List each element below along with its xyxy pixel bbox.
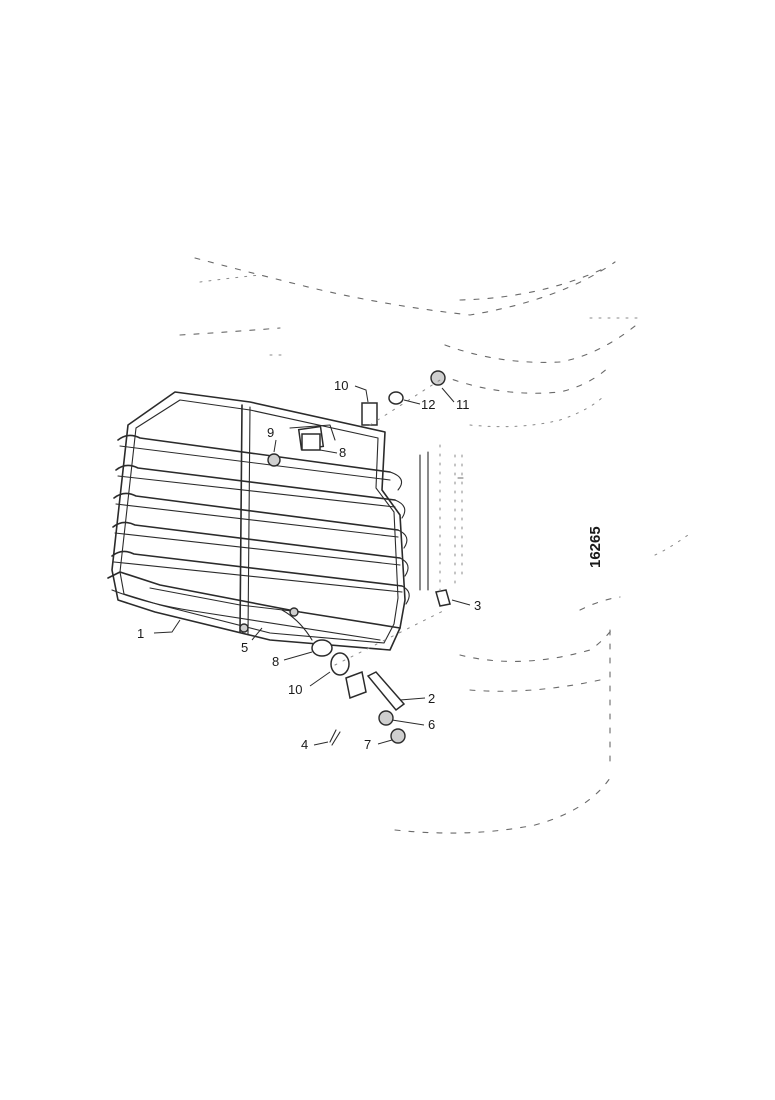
- callout-10-upper: 10: [334, 378, 348, 393]
- hardware-parts: [267, 370, 451, 746]
- nut-7: [390, 728, 406, 744]
- washer-6: [378, 710, 394, 726]
- callout-7: 7: [364, 737, 371, 752]
- callout-11: 11: [456, 397, 470, 412]
- clip-10-upper: [361, 402, 378, 426]
- grille-assembly: [107, 391, 410, 657]
- reference-number: 16265: [587, 526, 604, 568]
- leader-lines: [153, 385, 471, 746]
- nut-11: [430, 370, 446, 386]
- callout-8-lower: 8: [272, 654, 279, 669]
- washer-12: [388, 391, 404, 405]
- callout-8-upper: 8: [339, 445, 346, 460]
- callout-10-lower: 10: [288, 682, 302, 697]
- screw-4: [329, 729, 341, 746]
- bracket-2b: [366, 671, 406, 712]
- callout-6: 6: [428, 717, 435, 732]
- clip-8-upper: [301, 433, 321, 451]
- vehicle-body-phantom: [179, 257, 689, 834]
- bracket-3: [435, 589, 451, 607]
- callout-9: 9: [267, 425, 274, 440]
- callout-4: 4: [301, 737, 308, 752]
- callout-12: 12: [421, 397, 435, 412]
- clip-10-lower: [330, 652, 350, 676]
- callout-5: 5: [241, 640, 248, 655]
- bracket-2a: [345, 670, 367, 700]
- callout-1: 1: [137, 626, 144, 641]
- callout-2: 2: [428, 691, 435, 706]
- screw-9: [267, 453, 281, 467]
- callout-labels: 1 2 3 4 5 6 7 8 8 9 10 10 11 12: [137, 378, 481, 752]
- callout-3: 3: [474, 598, 481, 613]
